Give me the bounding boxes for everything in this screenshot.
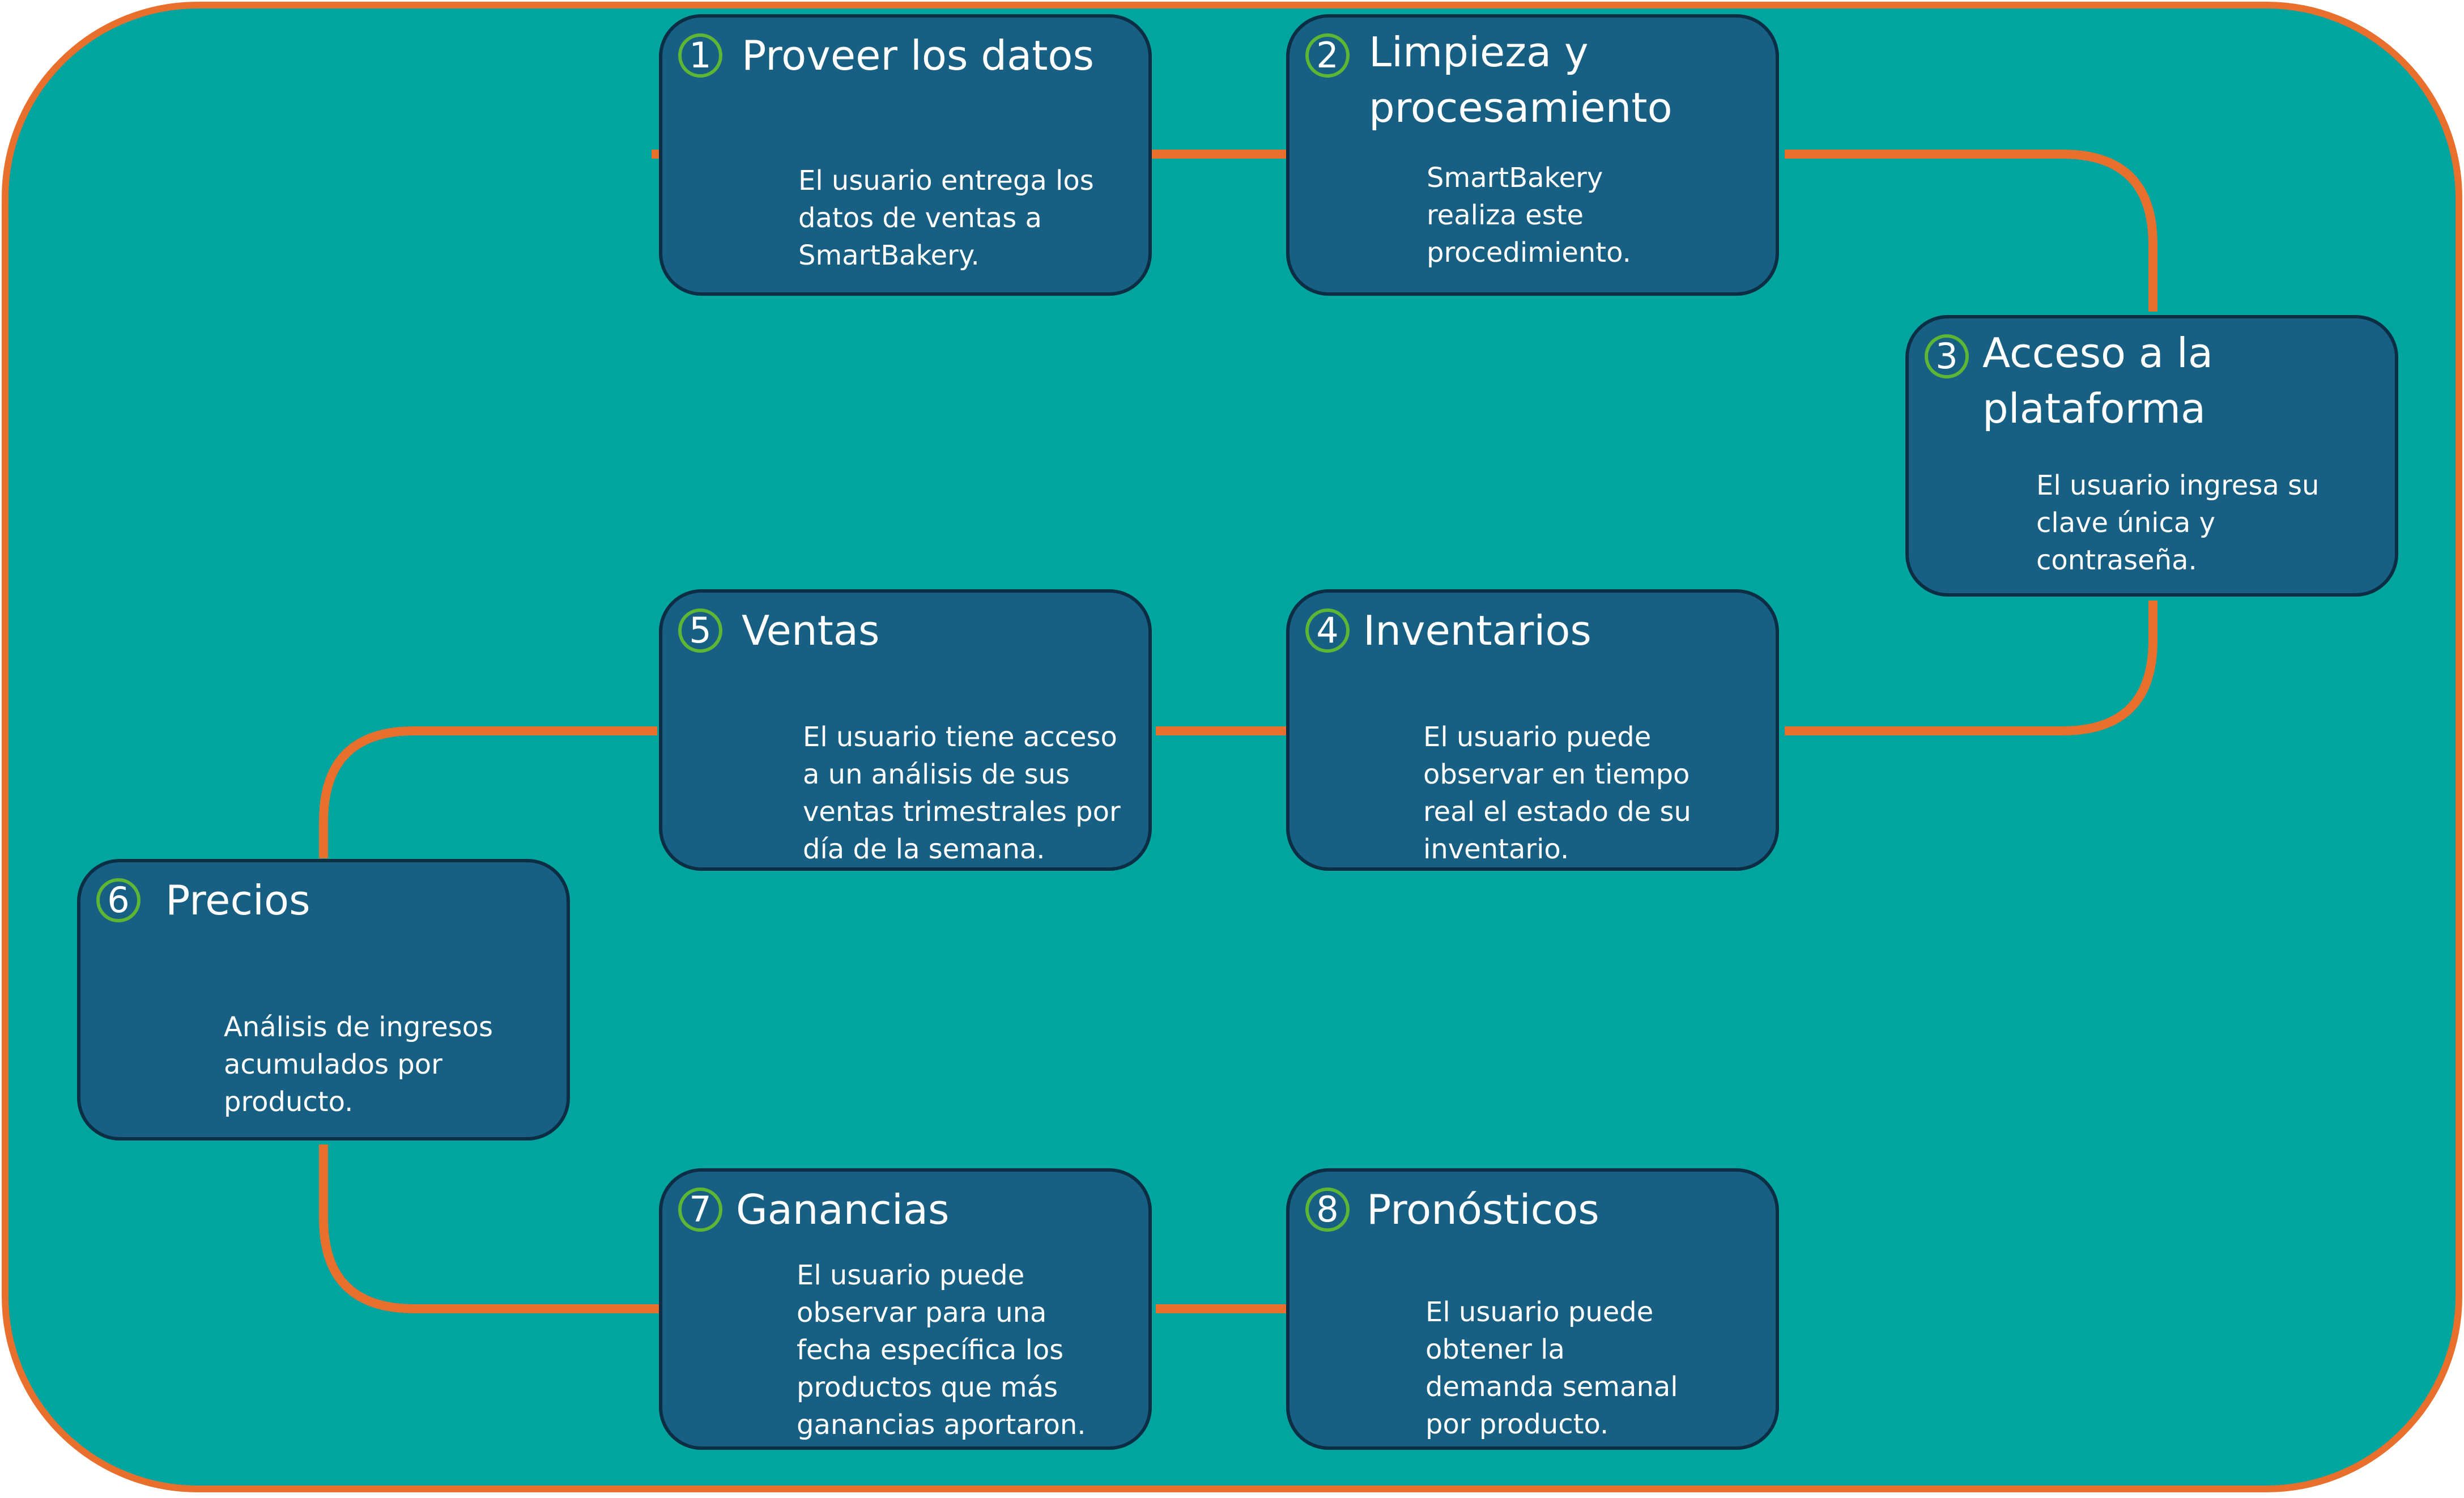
step-title: Acceso a la plataforma (1982, 329, 2214, 432)
step-card-1: 1 Proveer los datos El usuario entrega l… (659, 14, 1152, 296)
step-number-badge: 6 (96, 878, 141, 922)
step-description: El usuario tiene acceso a un análisis de… (803, 721, 1121, 865)
step-card-7: 7 Ganancias El usuario puede observar pa… (659, 1168, 1152, 1450)
step-title: Pronósticos (1367, 1186, 1599, 1233)
step-description: El usuario puede observar para una fecha… (797, 1259, 1086, 1441)
connector-5-6 (319, 726, 657, 858)
step-title: Precios (165, 876, 310, 924)
step-card-8: 8 Pronósticos El usuario puede obtener l… (1286, 1168, 1779, 1450)
step-number-badge: 5 (678, 608, 722, 653)
step-card-6: 6 Precios Análisis de ingresos acumulado… (77, 859, 570, 1140)
step-title: Ganancias (736, 1186, 950, 1233)
step-title: Inventarios (1363, 607, 1591, 654)
step-description: El usuario ingresa su clave única y cont… (2036, 470, 2320, 576)
connector-6-7 (319, 1144, 660, 1313)
step-title: Limpieza y procesamiento (1369, 28, 1673, 131)
step-card-2: 2 Limpieza y procesamiento SmartBakery r… (1286, 14, 1779, 296)
step-number-badge: 3 (1925, 334, 1969, 378)
step-description: El usuario entrega los datos de ventas a… (798, 165, 1094, 271)
step-card-4: 4 Inventarios El usuario puede observar … (1286, 589, 1779, 871)
step-card-5: 5 Ventas El usuario tiene acceso a un an… (659, 589, 1152, 871)
step-number-badge: 2 (1305, 33, 1350, 78)
step-description: SmartBakery realiza este procedimiento. (1427, 162, 1631, 269)
step-description: Análisis de ingresos acumulados por prod… (224, 1011, 493, 1118)
step-number-badge: 4 (1305, 608, 1350, 653)
connector-3-4 (1785, 601, 2157, 735)
step-description: El usuario puede obtener la demanda sema… (1425, 1296, 1678, 1440)
step-title: Proveer los datos (742, 32, 1094, 79)
step-title: Ventas (742, 607, 880, 654)
step-description: El usuario puede observar en tiempo real… (1423, 721, 1691, 865)
step-number-badge: 1 (678, 33, 722, 78)
step-number-badge: 8 (1305, 1188, 1350, 1232)
step-card-3: 3 Acceso a la plataforma El usuario ingr… (1905, 315, 2398, 597)
step-number-badge: 7 (678, 1188, 722, 1232)
connector-2-3 (1785, 150, 2157, 312)
